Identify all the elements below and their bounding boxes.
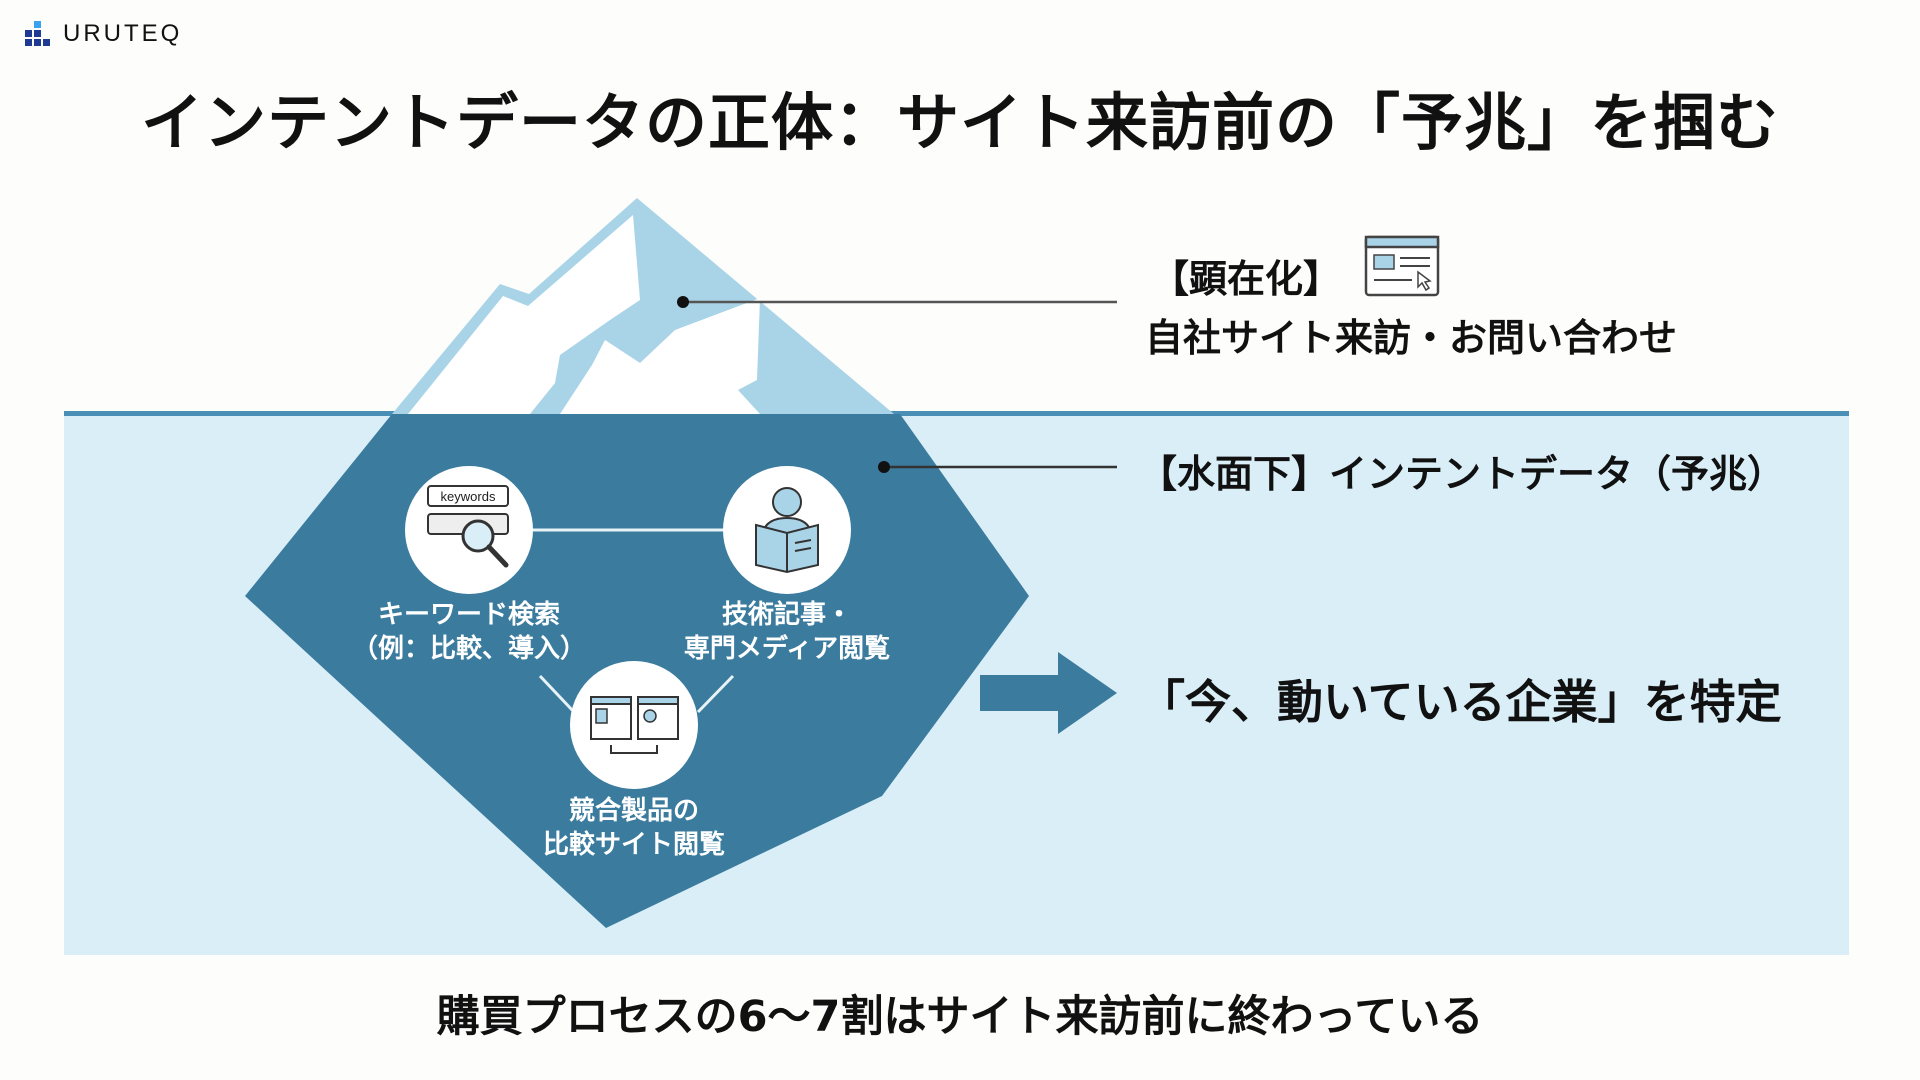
above-water-label: 【顕在化】 [1151, 257, 1342, 301]
logo-text: URUTEQ [63, 20, 183, 47]
reading-person-icon [723, 466, 851, 594]
below-leader-dot [878, 461, 890, 473]
signal-line: キーワード検索 [377, 600, 561, 630]
iceberg-tip [392, 198, 894, 414]
signal-label-media: 技術記事・ 専門メディア閲覧 [684, 598, 890, 666]
above-water-description: 自社サイト来訪・お問い合わせ [1145, 316, 1678, 360]
signal-line: 専門メディア閲覧 [683, 634, 891, 664]
browser-window-icon [1364, 235, 1440, 297]
logo-blocks-icon [25, 21, 50, 46]
signal-line: 競合製品の [568, 796, 700, 826]
signal-label-keyword: キーワード検索 （例：比較、導入） [352, 598, 586, 666]
connector-line [538, 674, 576, 714]
result-text: 「今、動いている企業」を特定 [1139, 675, 1782, 729]
brand-logo: URUTEQ [25, 20, 182, 48]
connector-line [696, 674, 735, 714]
keyword-search-icon: keywords [405, 466, 533, 594]
above-leader-dot [677, 296, 689, 308]
signal-label-compare: 競合製品の 比較サイト閲覧 [543, 794, 725, 862]
below-water-label: 【水面下】インテントデータ（予兆） [1139, 452, 1786, 496]
svg-text:keywords: keywords [441, 489, 496, 504]
page-title: インテントデータの正体：サイト来訪前の「予兆」を掴む [140, 86, 1779, 159]
compare-sites-icon [570, 661, 698, 789]
arrow-right-icon [980, 652, 1117, 734]
signal-line: 比較サイト閲覧 [542, 830, 726, 860]
water-surface-line [64, 411, 1849, 416]
signal-line: 技術記事・ [721, 600, 852, 630]
footer-statement: 購買プロセスの6〜7割はサイト来訪前に終わっている [436, 992, 1484, 1042]
signal-line: （例：比較、導入） [351, 634, 587, 664]
